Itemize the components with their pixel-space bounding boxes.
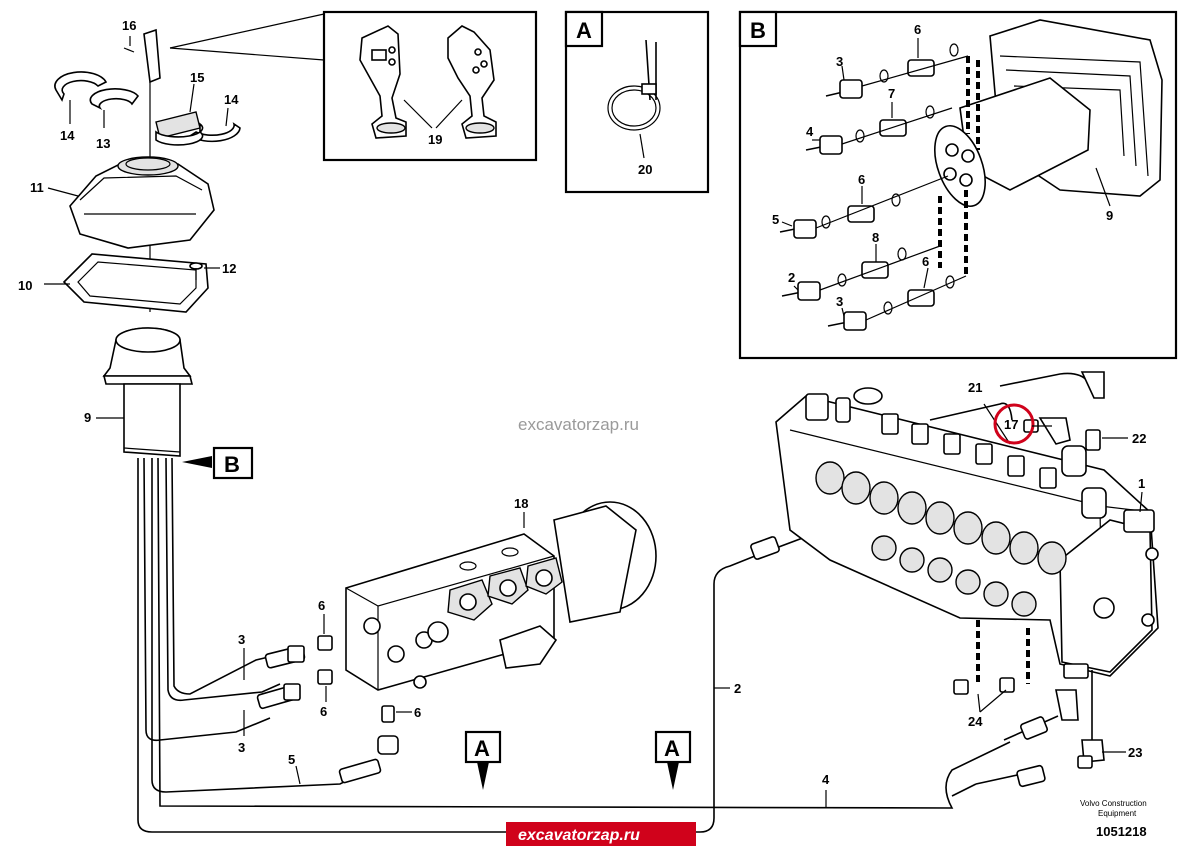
callout-22: 22: [1132, 431, 1146, 446]
callout-9-detail: 9: [1106, 208, 1113, 223]
callout-14-left: 14: [60, 128, 75, 143]
callout-3-detail-low: 3: [836, 294, 843, 309]
callout-8: 8: [872, 230, 879, 245]
fitting-row-2: [805, 105, 953, 155]
callout-15: 15: [190, 70, 204, 85]
watermark-center: excavatorzap.ru: [518, 415, 639, 434]
rubber-boot: [69, 156, 215, 249]
callout-17: 17: [1004, 417, 1018, 432]
callout-6-upper: 6: [318, 598, 325, 613]
callout-6-right: 6: [414, 705, 421, 720]
callout-21: 21: [968, 380, 982, 395]
callout-9-main: 9: [84, 410, 91, 425]
main-control-valve: [775, 387, 1159, 679]
callout-24: 24: [968, 714, 983, 729]
detail-a-reference-1: A: [464, 730, 502, 790]
callout-6-detail-mid: 6: [858, 172, 865, 187]
detail-b-reference: B: [224, 452, 240, 477]
detail-box-handles: 19: [169, 10, 538, 162]
callout-11: 11: [30, 180, 44, 195]
detail-box-a: A 20: [564, 10, 710, 194]
part-number: 1051218: [1096, 824, 1147, 839]
detail-a-label: A: [576, 18, 592, 43]
callout-4-detail: 4: [806, 124, 814, 139]
brand-line-1: Volvo Construction: [1080, 799, 1147, 808]
detail-box-b: B 9: [738, 10, 1178, 360]
joystick-assembly: 16 14 14 13 15 11 10: [18, 18, 254, 480]
brand-line-2: Equipment: [1098, 809, 1137, 818]
hose-harness: [137, 402, 1013, 833]
callout-14-right: 14: [224, 92, 239, 107]
callout-6-detail-top: 6: [914, 22, 921, 37]
callout-23: 23: [1128, 745, 1142, 760]
callout-20: 20: [638, 162, 652, 177]
callout-3-lower: 3: [238, 740, 245, 755]
valve-fittings: [953, 371, 1105, 788]
pilot-valve-body: [934, 19, 1163, 207]
callout-18: 18: [514, 496, 528, 511]
fitting-row-3: [779, 175, 949, 239]
callout-4-main: 4: [822, 772, 830, 787]
callout-1: 1: [1138, 476, 1145, 491]
joystick-handle-right: [447, 25, 497, 139]
pilot-valve: [102, 327, 194, 457]
callout-6-middle: 6: [320, 704, 327, 719]
callout-5-detail: 5: [772, 212, 779, 227]
svg-text:A: A: [664, 736, 680, 761]
callout-16: 16: [122, 18, 136, 33]
callout-2-detail: 2: [788, 270, 795, 285]
callout-6-detail-low: 6: [922, 254, 929, 269]
solenoid-valve-block: [345, 501, 657, 691]
fitting-row-top: [825, 43, 969, 99]
detail-b-label: B: [750, 18, 766, 43]
callout-7: 7: [888, 86, 895, 101]
callout-3-detail-top: 3: [836, 54, 843, 69]
watermark-banner: excavatorzap.ru: [506, 822, 696, 846]
callout-10: 10: [18, 278, 32, 293]
svg-text:A: A: [474, 736, 490, 761]
callout-13: 13: [96, 136, 110, 151]
callout-5-main: 5: [288, 752, 295, 767]
callout-3-upper: 3: [238, 632, 245, 647]
svg-text:excavatorzap.ru: excavatorzap.ru: [518, 827, 640, 844]
highlight-callout-17: 17: [993, 403, 1052, 445]
fitting-row-4: [781, 245, 941, 301]
detail-a-reference-2: A: [654, 730, 692, 790]
callout-12: 12: [222, 261, 236, 276]
callout-2-main: 2: [734, 681, 741, 696]
fitting-row-5: [827, 275, 967, 331]
harness-fittings: [256, 536, 780, 784]
cable-tie-icon: [607, 39, 661, 131]
joystick-handle-left: [359, 25, 407, 139]
callout-19: 19: [428, 132, 442, 147]
valve-spools: [815, 461, 1067, 617]
